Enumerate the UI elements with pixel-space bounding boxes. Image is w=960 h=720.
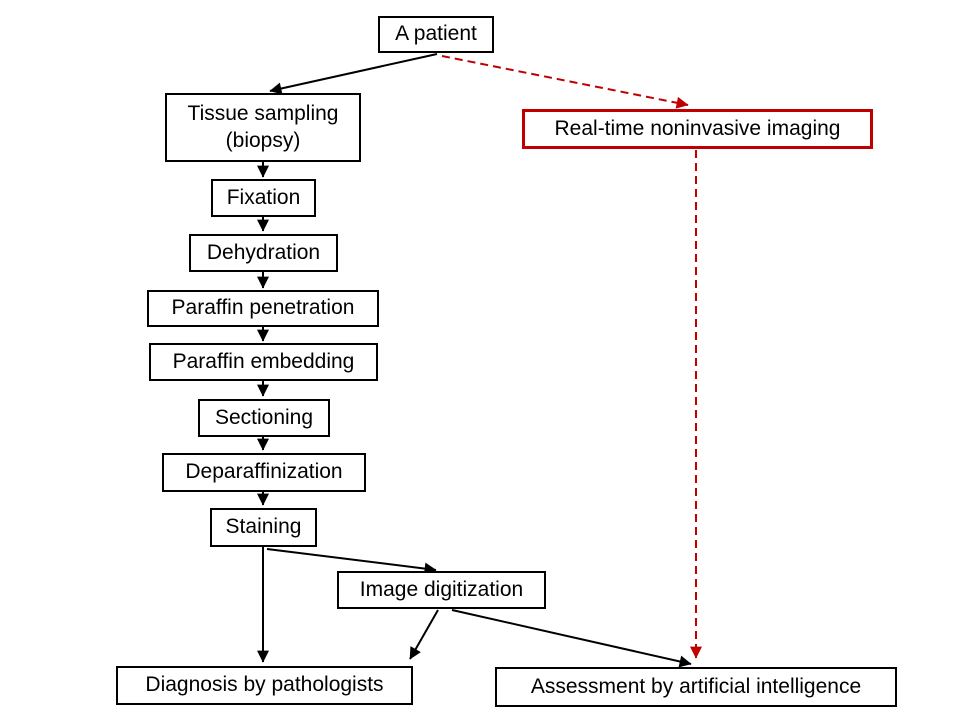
node-realtime-imaging-label: Real-time noninvasive imaging — [554, 116, 841, 140]
node-deparaffinization: Deparaffinization — [162, 453, 366, 492]
node-image-digitization: Image digitization — [337, 571, 546, 609]
node-staining-label: Staining — [225, 515, 302, 539]
arrow-patient-to-tissue-sampling — [269, 53, 438, 95]
node-image-digitization-label: Image digitization — [359, 577, 524, 601]
node-paraffin-embedding: Paraffin embedding — [149, 343, 378, 381]
node-tissue-sampling: Tissue sampling (biopsy) — [165, 93, 361, 162]
node-tissue-sampling-sublabel: (biopsy) — [225, 128, 301, 152]
node-paraffin-penetration-label: Paraffin penetration — [171, 296, 355, 320]
node-fixation-label: Fixation — [226, 185, 301, 209]
node-paraffin-embedding-label: Paraffin embedding — [172, 349, 355, 373]
node-patient: A patient — [378, 16, 494, 53]
node-paraffin-penetration: Paraffin penetration — [147, 290, 379, 327]
node-deparaffinization-label: Deparaffinization — [185, 460, 343, 484]
arrow-image-digitization-to-diagnosis — [409, 609, 439, 660]
node-assessment-ai: Assessment by artificial intelligence — [495, 667, 897, 707]
node-diagnosis-pathologists: Diagnosis by pathologists — [116, 666, 413, 705]
node-fixation: Fixation — [211, 179, 316, 217]
node-staining: Staining — [210, 508, 317, 547]
node-sectioning: Sectioning — [198, 399, 330, 437]
node-assessment-ai-label: Assessment by artificial intelligence — [530, 674, 862, 698]
node-patient-label: A patient — [395, 22, 477, 46]
node-dehydration-label: Dehydration — [206, 240, 321, 264]
node-tissue-sampling-label: Tissue sampling — [187, 101, 339, 125]
node-sectioning-label: Sectioning — [214, 405, 314, 429]
arrow-staining-to-image-digitization — [266, 548, 437, 575]
node-realtime-imaging: Real-time noninvasive imaging — [522, 109, 873, 149]
dashed-arrow-patient-to-realtime-imaging — [441, 55, 689, 109]
arrow-image-digitization-to-assessment — [451, 609, 692, 668]
node-diagnosis-pathologists-label: Diagnosis by pathologists — [145, 673, 384, 697]
node-dehydration: Dehydration — [189, 234, 338, 272]
